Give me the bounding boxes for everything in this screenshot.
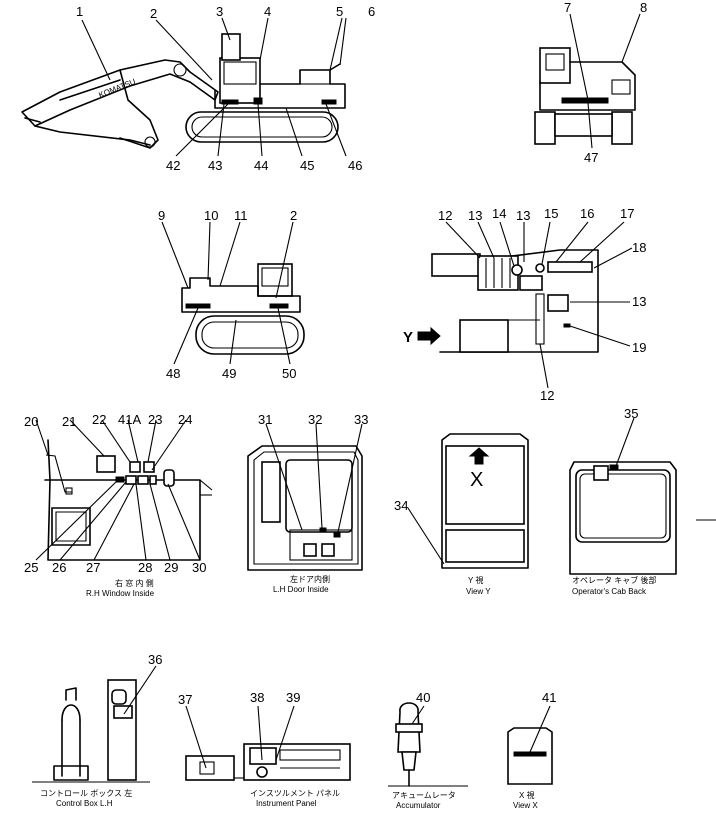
callout-3: 3 [216,4,223,19]
callout-48: 48 [166,366,180,381]
accumulator-view: アキュームレータ Accumulator [388,702,468,810]
callout-39: 39 [286,690,300,705]
callout-28: 28 [138,560,152,575]
callout-36: 36 [148,652,162,667]
callout-numbers: 1 2 3 4 5 6 7 8 42 43 44 45 46 47 9 10 1… [24,0,647,707]
view-x-marker: X [470,469,483,491]
control-box-caption-en: Control Box L.H [56,799,113,808]
excavator-rear-view [534,47,636,145]
callout-32: 32 [308,412,322,427]
callout-25: 25 [24,560,38,575]
excavator-side-view: KOMATSU [21,33,346,149]
callout-11: 11 [234,208,248,223]
callout-38: 38 [250,690,264,705]
callout-13c: 13 [632,294,646,309]
callout-26: 26 [52,560,66,575]
view-y-caption-en: View Y [466,587,491,596]
cab-back-view: オペレータ キャブ 後部 Operator's Cab Back [569,461,716,596]
callout-12a: 12 [438,208,452,223]
callout-46: 46 [348,158,362,173]
callout-5: 5 [336,4,343,19]
callout-21: 21 [62,414,76,429]
callout-37: 37 [178,692,192,707]
top-plan-view: Y [403,249,599,353]
callout-43: 43 [208,158,222,173]
callout-22: 22 [92,412,106,427]
rh-window-caption-jp: 右 窓 内 側 [115,578,154,588]
callout-23: 23 [148,412,162,427]
callout-24: 24 [178,412,192,427]
instrument-panel-view: インスツルメント パネル Instrument Panel [185,743,351,808]
callout-9: 9 [158,208,165,223]
lh-door-view: 左ドア内側 L.H Door Inside [247,445,363,594]
callout-13a: 13 [468,208,482,223]
callout-49: 49 [222,366,236,381]
callout-4: 4 [264,4,271,19]
callout-13b: 13 [516,208,530,223]
callout-27: 27 [86,560,100,575]
lh-door-caption-jp: 左ドア内側 [290,574,330,584]
callout-44: 44 [254,158,268,173]
rh-window-caption-en: R.H Window Inside [86,589,155,598]
callout-41: 41 [542,690,556,705]
control-box-caption-jp: コントロール ボックス 左 [40,788,132,798]
view-x-caption-jp: X 視 [519,791,535,800]
cab-back-caption-en: Operator's Cab Back [572,587,647,596]
view-y-caption-jp: Y 視 [468,576,483,585]
view-y: X Y 視 View Y [441,433,529,596]
callout-47: 47 [584,150,598,165]
callout-8: 8 [640,0,647,15]
callout-30: 30 [192,560,206,575]
callout-29: 29 [164,560,178,575]
callout-34: 34 [394,498,408,513]
callout-7: 7 [564,0,571,15]
callout-45: 45 [300,158,314,173]
accumulator-caption-en: Accumulator [396,801,441,810]
view-y-marker: Y [403,329,413,346]
excavator-mid-view [181,263,305,355]
callout-2: 2 [150,6,157,21]
view-x-caption-en: View X [513,801,538,810]
callout-18: 18 [632,240,646,255]
callout-10: 10 [204,208,218,223]
callout-20: 20 [24,414,38,429]
instrument-caption-en: Instrument Panel [256,799,317,808]
callout-16: 16 [580,206,594,221]
callout-40: 40 [416,690,430,705]
instrument-caption-jp: インスツルメント パネル [250,789,340,798]
callout-17: 17 [620,206,634,221]
callout-41A: 41A [118,412,141,427]
callout-35: 35 [624,406,638,421]
callout-2b: 2 [290,208,297,223]
accumulator-caption-jp: アキュームレータ [392,791,456,800]
cab-back-caption-jp: オペレータ キャブ 後部 [572,575,656,585]
callout-33: 33 [354,412,368,427]
callout-50: 50 [282,366,296,381]
control-box-view: コントロール ボックス 左 Control Box L.H [32,679,150,808]
view-x: X 視 View X [507,727,553,810]
callout-42: 42 [166,158,180,173]
leader-lines [35,13,641,769]
callout-31: 31 [258,412,272,427]
callout-12b: 12 [540,388,554,403]
callout-15: 15 [544,206,558,221]
lh-door-caption-en: L.H Door Inside [273,585,329,594]
callout-19: 19 [632,340,646,355]
callout-14: 14 [492,206,506,221]
rh-window-view: 右 窓 内 側 R.H Window Inside [44,439,213,598]
callout-6: 6 [368,4,375,19]
callout-1: 1 [76,4,83,19]
